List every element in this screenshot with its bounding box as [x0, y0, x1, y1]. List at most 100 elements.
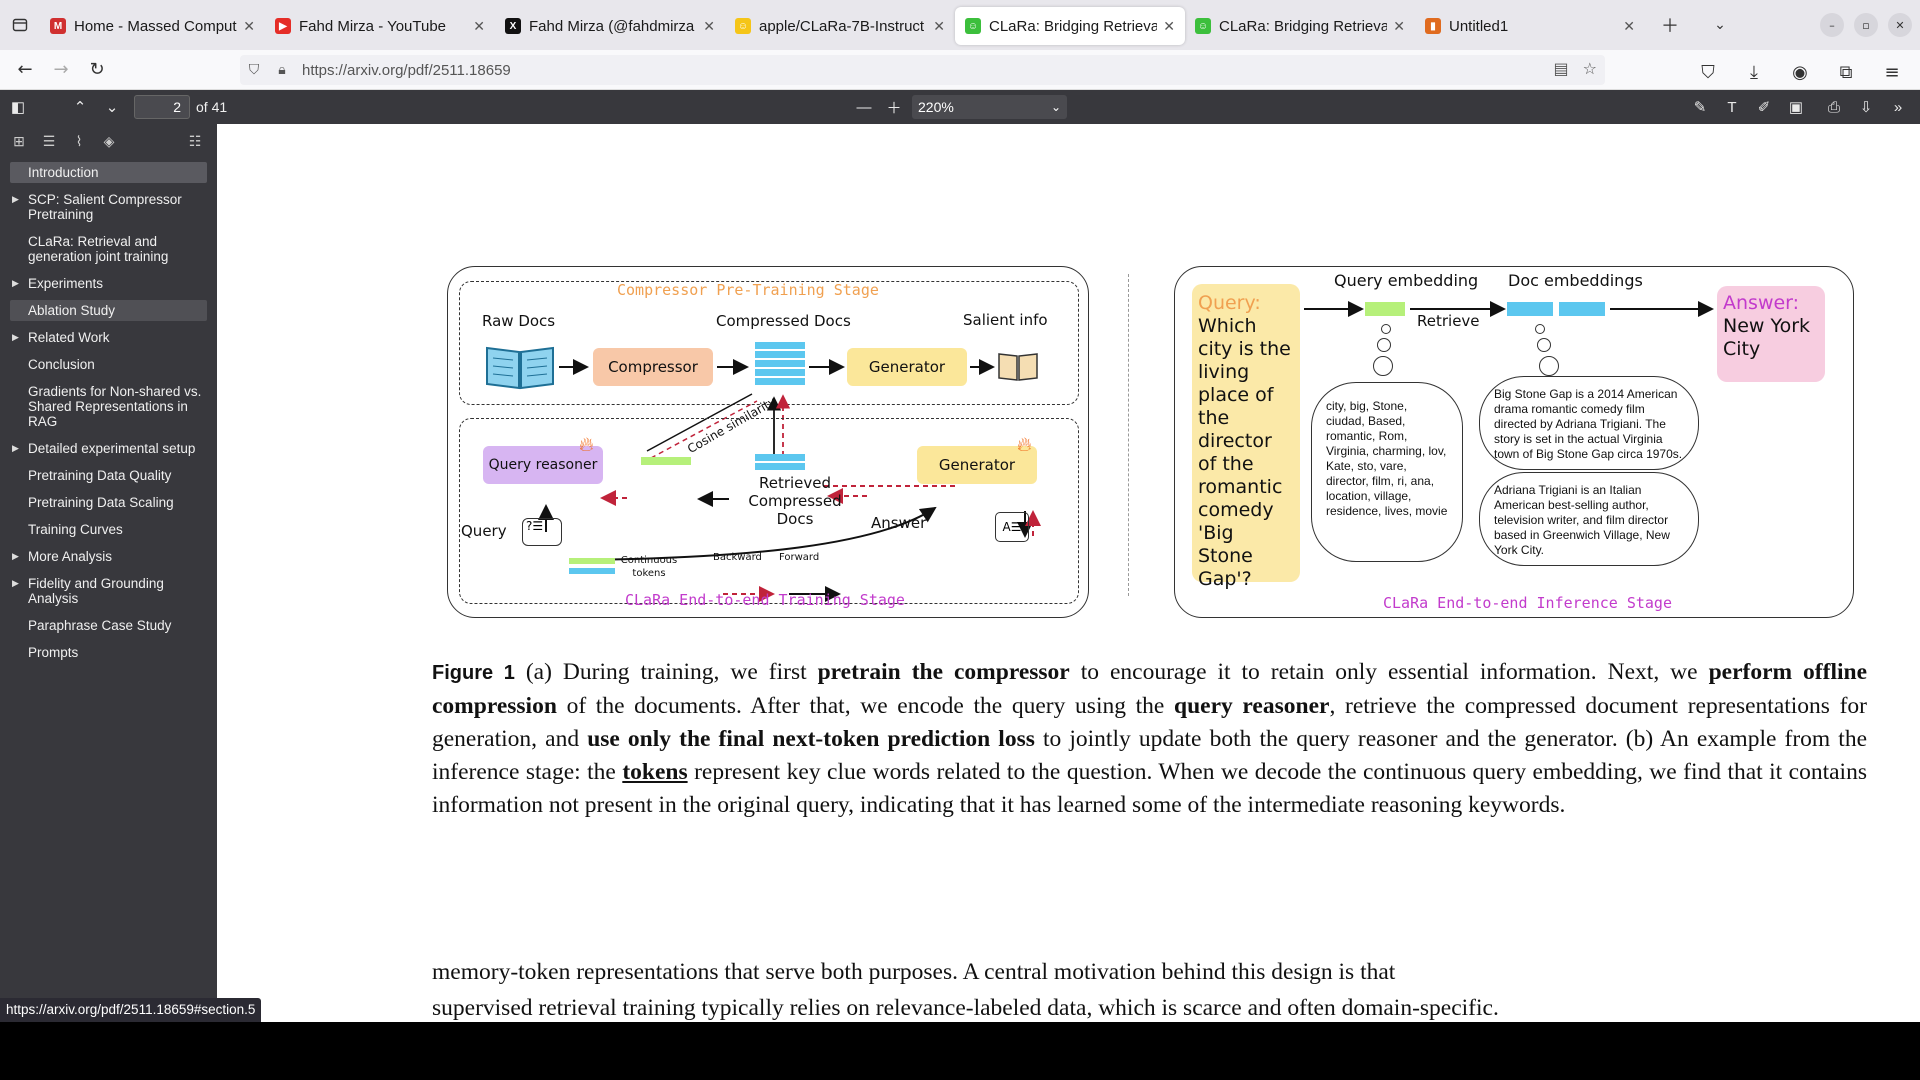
pen-icon: ✐: [1757, 99, 1771, 116]
close-tab-icon[interactable]: ✕: [243, 17, 255, 34]
image-icon: ▣: [1788, 99, 1804, 116]
close-tab-icon[interactable]: ✕: [1163, 17, 1175, 34]
continuous-token-bar: [641, 457, 691, 465]
tracking-shield-icon[interactable]: ⛉: [248, 62, 260, 78]
reload-button[interactable]: ↻: [79, 54, 115, 86]
firefox-view-icon: [12, 18, 28, 32]
close-window-button[interactable]: ✕: [1888, 13, 1912, 37]
list-icon: ☰: [42, 132, 56, 149]
minimize-button[interactable]: –: [1820, 13, 1844, 37]
layers-button[interactable]: ◈: [94, 127, 124, 155]
outline-item[interactable]: ▶Fidelity and Grounding Analysis: [10, 573, 207, 609]
query-embedding-bar: [1365, 302, 1405, 316]
close-tab-icon[interactable]: ✕: [473, 17, 485, 34]
firefox-view-button[interactable]: [0, 0, 40, 50]
reader-view-icon[interactable]: ▤: [1553, 59, 1569, 78]
tab-7[interactable]: ▮Untitled1✕: [1415, 7, 1645, 45]
back-arrow-icon: ←: [17, 59, 33, 80]
downloads-button[interactable]: ⤓: [1736, 56, 1772, 88]
salient-info-label: Salient info: [963, 311, 1048, 329]
text-tool-button[interactable]: T: [1716, 93, 1748, 121]
outline-item[interactable]: Pretraining Data Scaling: [10, 492, 207, 513]
bookmark-star-icon[interactable]: ☆: [1582, 59, 1597, 78]
tab-2[interactable]: ▶Fahd Mirza - YouTube✕: [265, 7, 495, 45]
back-button[interactable]: ←: [7, 54, 43, 86]
print-button[interactable]: ⎙: [1818, 93, 1850, 121]
url-bar[interactable]: ⛉ 🔒︎ https://arxiv.org/pdf/2511.18659 ▤ …: [240, 55, 1605, 85]
expand-triangle-icon[interactable]: ▶: [12, 332, 19, 342]
current-outline-button[interactable]: ☷: [180, 127, 210, 155]
outline-item[interactable]: Gradients for Non-shared vs. Shared Repr…: [10, 381, 207, 432]
close-tab-icon[interactable]: ✕: [1393, 17, 1405, 34]
legend-token-swatch-2: [569, 568, 615, 574]
highlight-button[interactable]: ✎: [1684, 93, 1716, 121]
zoom-select[interactable]: 220%⌄: [912, 95, 1067, 119]
page-number-input[interactable]: 2: [134, 95, 190, 119]
url-text[interactable]: https://arxiv.org/pdf/2511.18659: [302, 61, 511, 79]
pdf-sidebar: ⊞ ☰ ⌇ ◈ ☷ Introduction ▶SCP: Salient Comp…: [0, 124, 217, 1022]
next-page-button[interactable]: ⌄: [96, 93, 128, 121]
zoom-in-button[interactable]: ＋: [878, 93, 910, 121]
backward-label: Backward: [713, 552, 762, 563]
draw-button[interactable]: ✐: [1748, 93, 1780, 121]
outline-item[interactable]: Ablation Study: [10, 300, 207, 321]
outline-button[interactable]: ☰: [34, 127, 64, 155]
raw-docs-label: Raw Docs: [482, 312, 556, 330]
outline-item[interactable]: ▶More Analysis: [10, 546, 207, 567]
expand-triangle-icon[interactable]: ▶: [12, 578, 19, 588]
attachments-button[interactable]: ⌇: [64, 127, 94, 155]
outline-item[interactable]: Pretraining Data Quality: [10, 465, 207, 486]
expand-triangle-icon[interactable]: ▶: [12, 443, 19, 453]
account-button[interactable]: ◉: [1782, 56, 1818, 88]
tab-favicon-icon: ▮: [1425, 18, 1441, 34]
outline-item[interactable]: ▶Related Work: [10, 327, 207, 348]
outline-item-label: Pretraining Data Quality: [28, 468, 172, 483]
forward-button[interactable]: →: [43, 54, 79, 86]
extensions-button[interactable]: ⧉: [1828, 56, 1864, 88]
outline-item[interactable]: CLaRa: Retrieval and generation joint tr…: [10, 231, 207, 267]
training-arrows: [538, 359, 1041, 602]
caption-bold: query reasoner: [1174, 693, 1330, 719]
expand-triangle-icon[interactable]: ▶: [12, 278, 19, 288]
tab-4[interactable]: ☺apple/CLaRa-7B-Instruct✕: [725, 7, 955, 45]
close-tab-icon[interactable]: ✕: [933, 17, 945, 34]
outline-item[interactable]: Prompts: [10, 642, 207, 663]
outline-item[interactable]: ▶Detailed experimental setup: [10, 438, 207, 459]
retrieve-label: Retrieve: [1417, 312, 1480, 330]
figure-divider: [1128, 274, 1129, 596]
previous-page-button[interactable]: ⌃: [64, 93, 96, 121]
outline-item-label: Training Curves: [28, 522, 123, 537]
outline-item[interactable]: ▶Experiments: [10, 273, 207, 294]
close-tab-icon[interactable]: ✕: [1623, 17, 1635, 34]
outline-item[interactable]: ▶SCP: Salient Compressor Pretraining: [10, 189, 207, 225]
outline-item[interactable]: Introduction: [10, 162, 207, 183]
save-button[interactable]: ⇩: [1850, 93, 1882, 121]
restore-button[interactable]: ▫: [1854, 13, 1878, 37]
chevron-down-icon: ⌄: [1050, 100, 1061, 114]
close-tab-icon[interactable]: ✕: [703, 17, 715, 34]
tools-button[interactable]: »: [1882, 93, 1914, 121]
doc-embedding-bar-1: [1507, 302, 1553, 316]
outline-item[interactable]: Conclusion: [10, 354, 207, 375]
thumbnails-button[interactable]: ⊞: [4, 127, 34, 155]
tab-5[interactable]: ☺CLaRa: Bridging Retrieva✕: [955, 7, 1185, 45]
caption-text: , retrieve the compressed document repre…: [432, 693, 1868, 752]
sidebar-toggle-button[interactable]: ◧: [2, 93, 34, 121]
query-reasoner-box: Query reasoner: [483, 446, 603, 484]
image-button[interactable]: ▣: [1780, 93, 1812, 121]
menu-button[interactable]: ≡: [1874, 56, 1910, 88]
pocket-button[interactable]: ⛉: [1690, 56, 1726, 88]
outline-item[interactable]: Training Curves: [10, 519, 207, 540]
zoom-out-button[interactable]: —: [848, 93, 880, 121]
lock-icon[interactable]: 🔒︎: [278, 62, 286, 78]
list-all-tabs-button[interactable]: ⌄: [1714, 17, 1726, 33]
body-paragraph: memory-token representations that serve …: [432, 954, 1867, 1022]
pdf-toolbar: ◧ ⌃ ⌄ 2 of 41 — ＋ 220%⌄ ✎ T ✐ ▣ ⎙ ⇩ »: [0, 90, 1920, 124]
expand-triangle-icon[interactable]: ▶: [12, 194, 19, 204]
tab-6[interactable]: ☺CLaRa: Bridging Retrieva✕: [1185, 7, 1415, 45]
new-tab-button[interactable]: ＋: [1661, 16, 1679, 37]
outline-item[interactable]: Paraphrase Case Study: [10, 615, 207, 636]
expand-triangle-icon[interactable]: ▶: [12, 551, 19, 561]
